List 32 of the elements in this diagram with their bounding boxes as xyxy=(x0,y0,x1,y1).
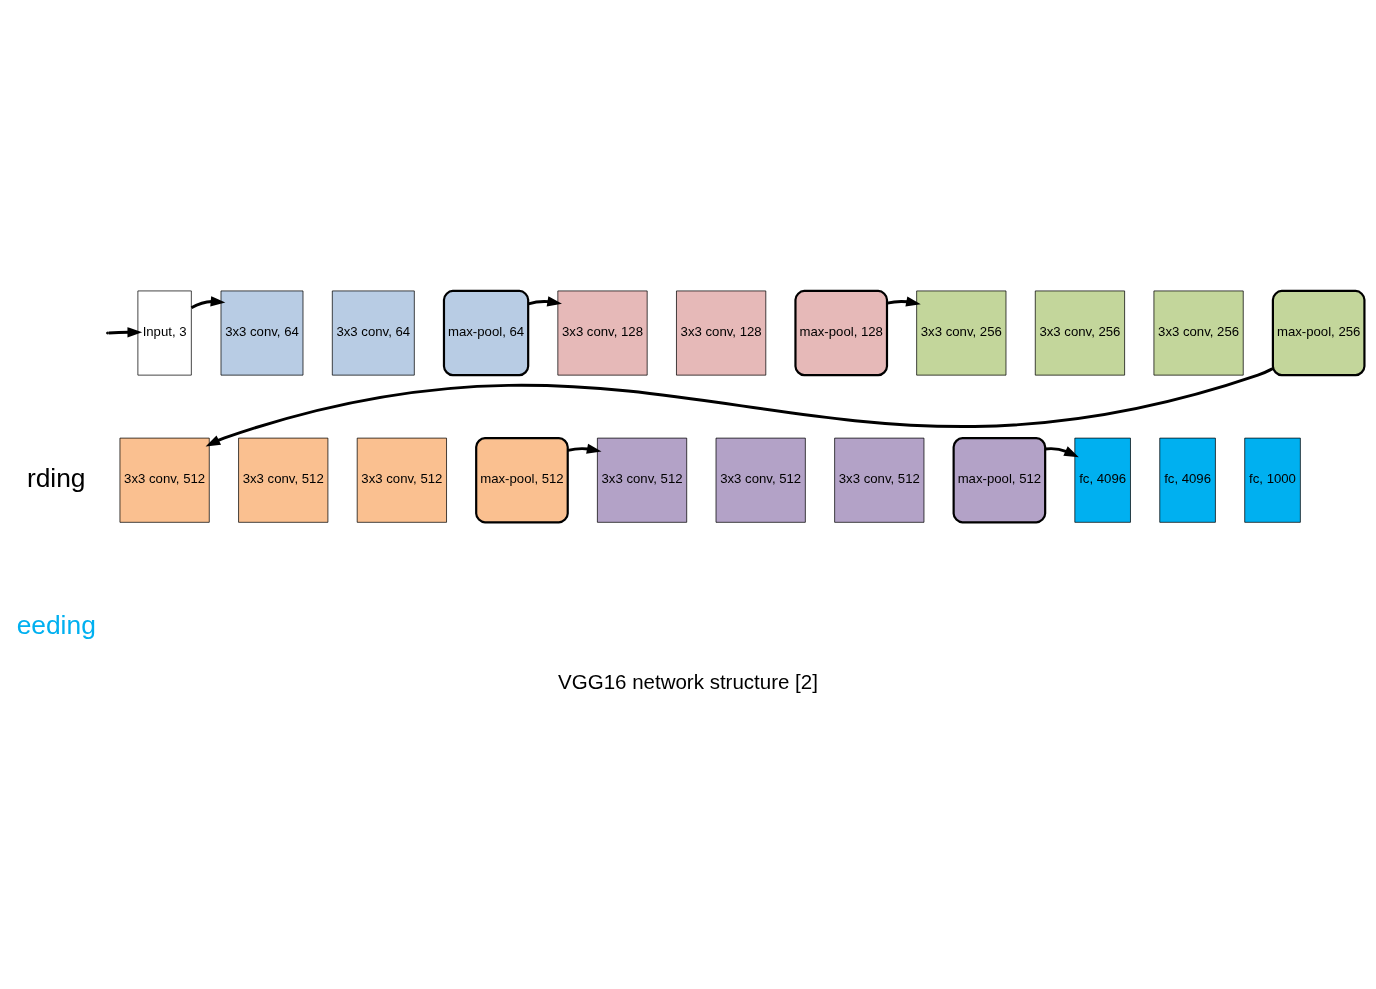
label: rding xyxy=(26,462,86,493)
node-box: 3x3 conv, 256 xyxy=(1034,290,1125,376)
node-box: 3x3 conv, 512 xyxy=(119,437,210,523)
caption: VGG16 network structure [2] xyxy=(558,669,818,693)
node-box: Input, 3 xyxy=(137,290,192,376)
node-box: 3x3 conv, 256 xyxy=(916,290,1007,376)
arrow xyxy=(567,443,602,454)
node-box: fc, 1000 xyxy=(1244,437,1301,523)
node-box: 3x3 conv, 512 xyxy=(238,437,329,523)
node-box: 3x3 conv, 64 xyxy=(331,290,415,376)
node-box: fc, 4096 xyxy=(1159,437,1216,523)
node-box: max-pool, 512 xyxy=(952,437,1047,524)
node-box: max-pool, 512 xyxy=(475,437,569,524)
node-box: 3x3 conv, 512 xyxy=(356,437,447,523)
node-box: max-pool, 256 xyxy=(1271,289,1366,377)
node-box: fc, 4096 xyxy=(1074,437,1131,523)
arrow xyxy=(1045,446,1079,458)
arrow xyxy=(886,296,921,307)
label: eeding xyxy=(16,609,96,640)
arrow xyxy=(205,367,1274,447)
node-box: 3x3 conv, 512 xyxy=(597,437,688,523)
arrow xyxy=(190,296,226,310)
node-box: max-pool, 128 xyxy=(794,289,889,377)
node-box: 3x3 conv, 512 xyxy=(834,437,925,523)
node-box: 3x3 conv, 512 xyxy=(715,437,806,523)
node-box: 3x3 conv, 128 xyxy=(676,290,767,376)
node-box: 3x3 conv, 64 xyxy=(220,290,304,376)
node-box: 3x3 conv, 128 xyxy=(557,290,648,376)
arrow xyxy=(528,296,562,307)
node-box: max-pool, 64 xyxy=(442,289,530,377)
node-box: 3x3 conv, 256 xyxy=(1153,290,1244,376)
arrow xyxy=(108,327,143,338)
